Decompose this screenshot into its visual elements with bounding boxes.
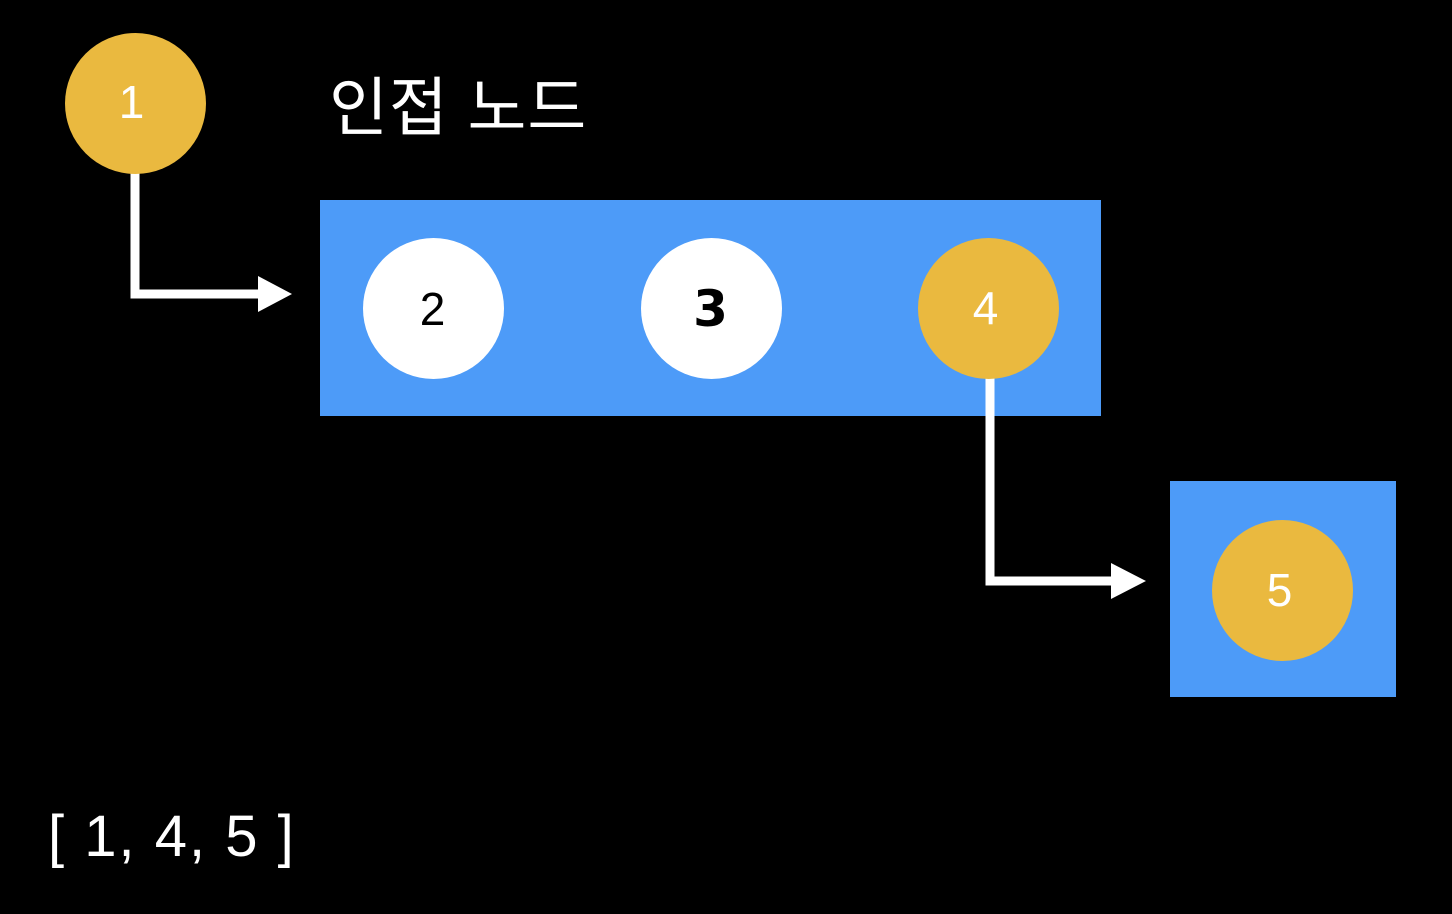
graph-node-2[interactable]: 2 xyxy=(363,238,504,379)
graph-node-1-label: 1 xyxy=(118,75,145,128)
graph-node-1[interactable]: 1 xyxy=(65,33,206,174)
arrowhead-icon xyxy=(258,276,292,312)
arrowhead-icon xyxy=(1111,563,1146,599)
graph-node-3[interactable]: 3 xyxy=(641,238,782,379)
edge-line xyxy=(130,160,262,299)
graph-node-3-label: 3 xyxy=(693,279,728,338)
result-list: [ 1, 4, 5 ] xyxy=(48,804,296,869)
graph-node-5[interactable]: 5 xyxy=(1212,520,1353,661)
section-title: 인접 노드 xyxy=(329,72,588,144)
graph-node-4-label: 4 xyxy=(972,281,999,334)
graph-node-5-label: 5 xyxy=(1266,563,1293,616)
graph-node-2-label: 2 xyxy=(419,282,446,335)
graph-node-4[interactable]: 4 xyxy=(918,238,1059,379)
